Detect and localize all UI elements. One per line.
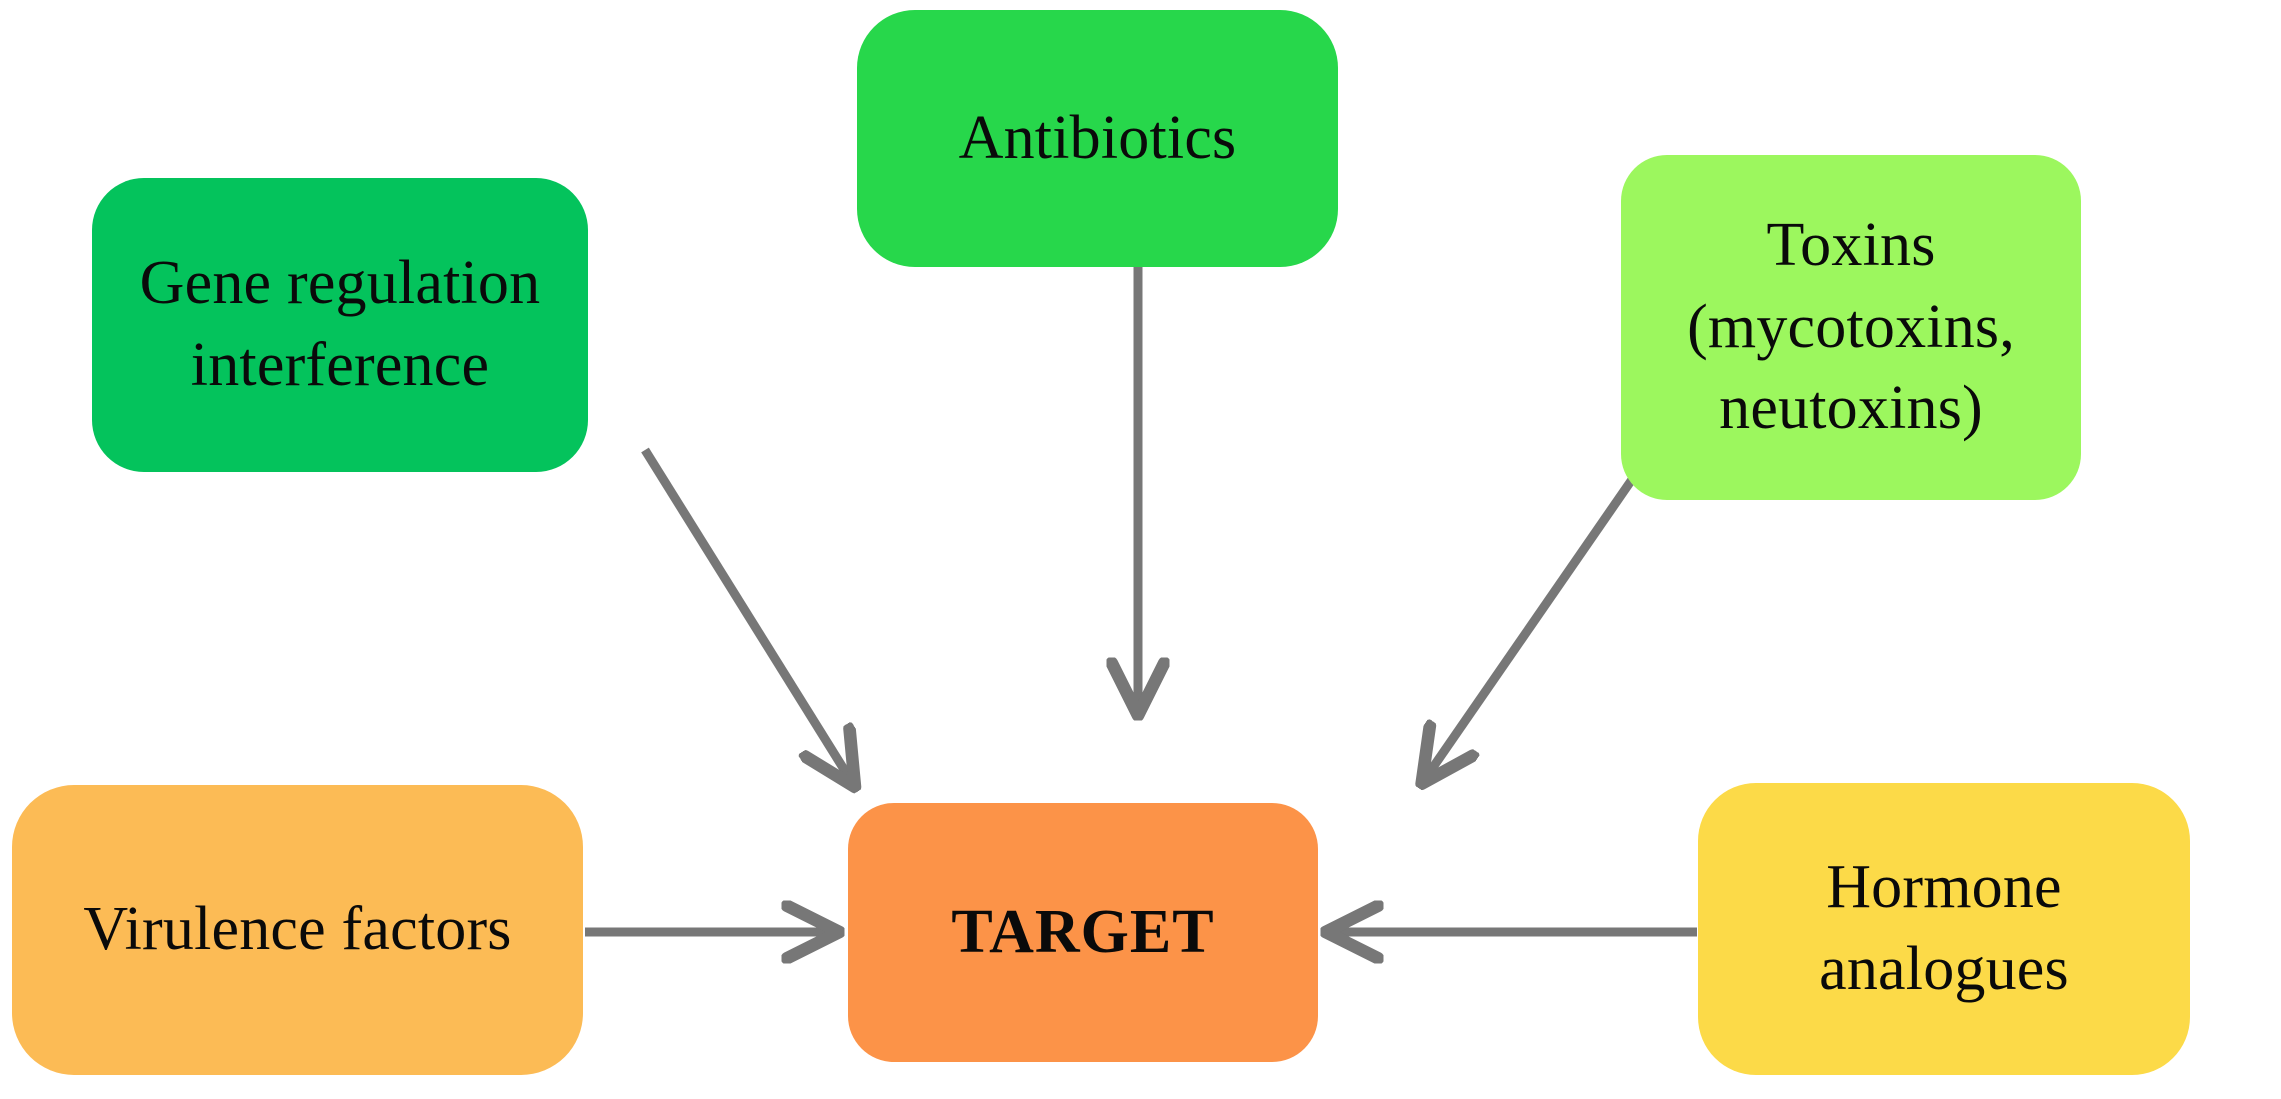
node-label-gene-regulation-interference: Gene regulation interference xyxy=(139,249,541,399)
node-virulence-factors[interactable]: Virulence factors xyxy=(12,785,583,1075)
node-label-antibiotics: Antibiotics xyxy=(958,103,1237,172)
node-label-hormone-analogues: Hormone analogues xyxy=(1819,853,2069,1003)
node-toxins[interactable]: Toxins (mycotoxins, neutoxins) xyxy=(1621,155,2081,500)
node-label-target: TARGET xyxy=(951,897,1215,966)
node-label-virulence-factors: Virulence factors xyxy=(83,895,512,964)
node-antibiotics[interactable]: Antibiotics xyxy=(857,10,1338,267)
node-hormone-analogues[interactable]: Hormone analogues xyxy=(1698,783,2190,1075)
edge-gene-regulation-to-target xyxy=(641,447,850,779)
node-target[interactable]: TARGET xyxy=(848,803,1318,1062)
edge-toxins-to-target xyxy=(1427,475,1637,776)
node-label-toxins: Toxins (mycotoxins, neutoxins) xyxy=(1687,210,2015,443)
node-gene-regulation-interference[interactable]: Gene regulation interference xyxy=(92,178,588,472)
